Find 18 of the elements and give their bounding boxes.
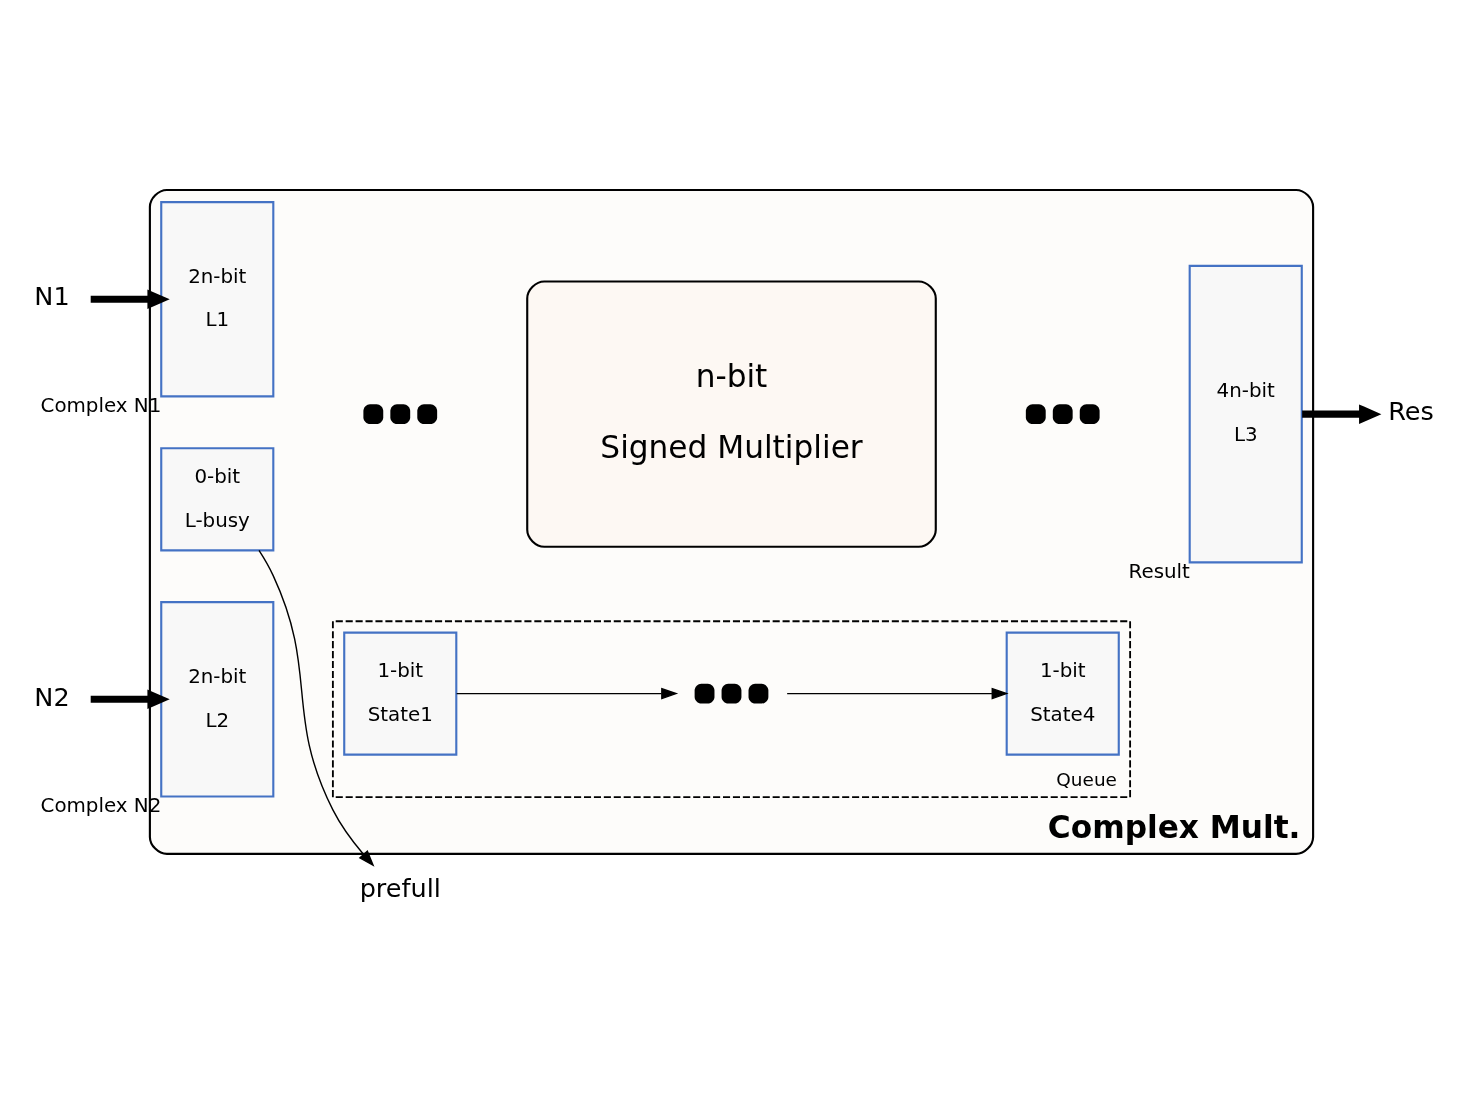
- arrow: [90, 689, 170, 710]
- arrow: [1302, 404, 1382, 424]
- node-text: Res: [1388, 396, 1434, 427]
- node-box: 0-bit L-busy: [160, 447, 275, 552]
- node-box: 2n-bit L1: [160, 201, 275, 398]
- node-box: 1-bit State1: [343, 631, 458, 756]
- node-box: 4n-bit L3: [1188, 264, 1303, 564]
- node-box: n-bit Signed Multiplier: [526, 280, 937, 548]
- arrow: [455, 687, 679, 700]
- arrow: [258, 549, 375, 867]
- node-box: 2n-bit L2: [160, 601, 275, 798]
- node-box: 1-bit State4: [1005, 631, 1120, 756]
- node-text: prefull: [359, 873, 441, 904]
- node-text: N1: [34, 281, 70, 312]
- arrow: [786, 687, 1009, 700]
- node-text: N2: [34, 681, 70, 712]
- node-label: Result: [1128, 560, 1190, 584]
- arrow: [90, 289, 170, 309]
